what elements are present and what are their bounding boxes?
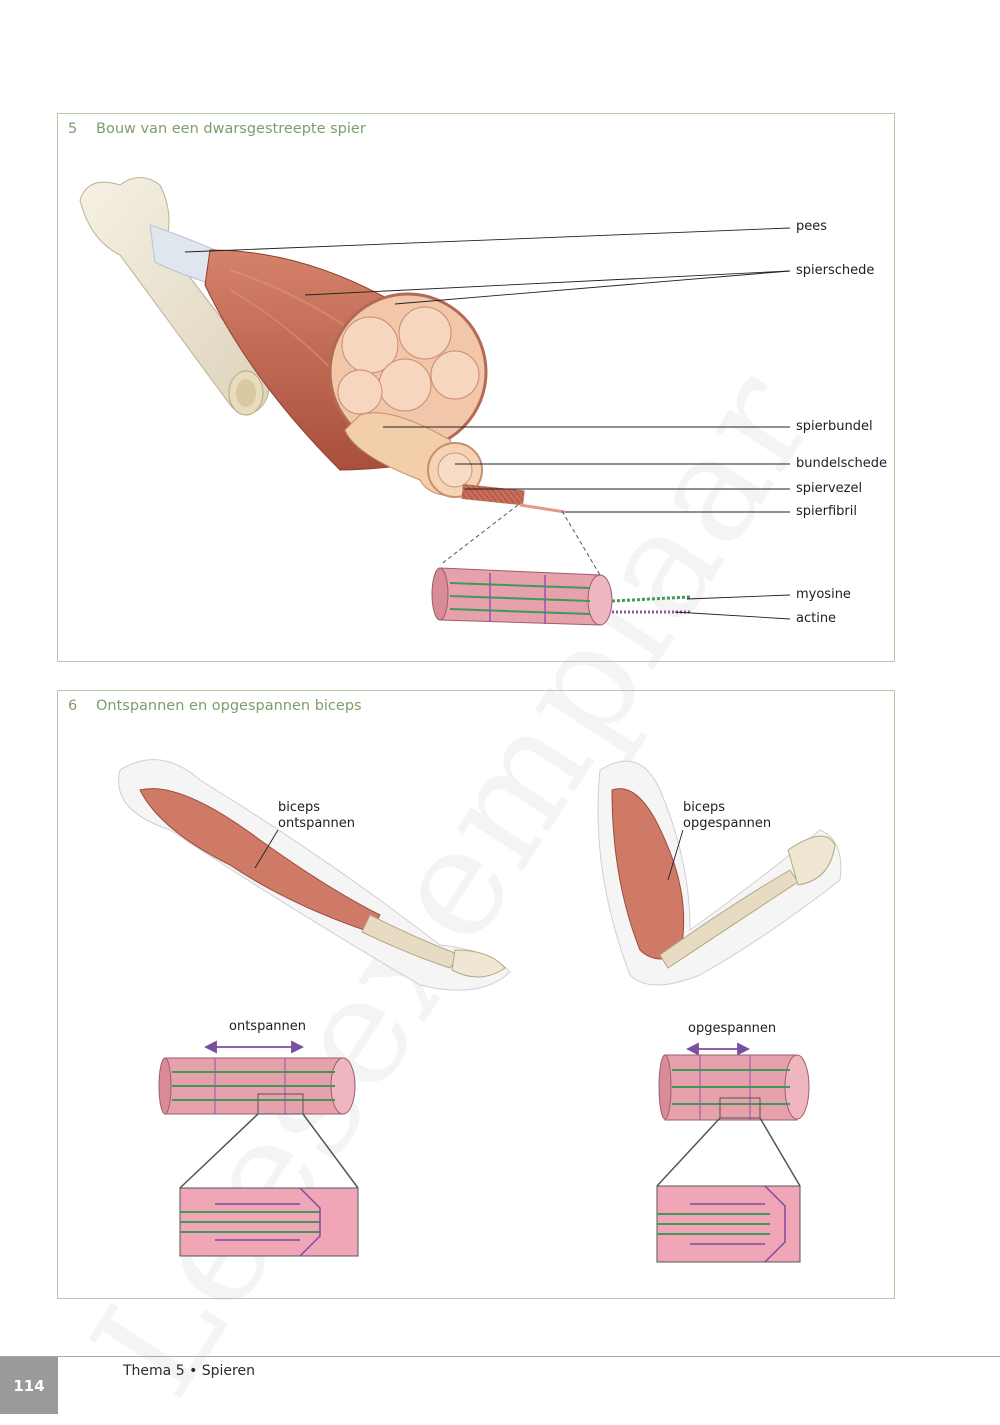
label-actine: actine	[796, 611, 837, 626]
myosine-filament	[611, 595, 691, 603]
label-bundelschede: bundelschede	[796, 456, 887, 471]
label-myosine: myosine	[796, 587, 851, 602]
label-spierfibril: spierfibril	[796, 504, 857, 519]
figure-6-title: 6 Ontspannen en opgespannen biceps	[68, 698, 362, 714]
figure-5-number: 5	[68, 121, 78, 137]
leader-lines-fig5	[184, 227, 791, 620]
fiber-tense	[658, 1054, 810, 1121]
label-spiervezel: spiervezel	[796, 481, 863, 496]
figure-6-number: 6	[68, 698, 78, 714]
figure-5-panel: 5 Bouw van een dwarsgestreepte spier	[57, 113, 895, 662]
label-spierbundel: spierbundel	[796, 419, 873, 434]
figure-6-panel: 6 Ontspannen en opgespannen biceps	[57, 690, 895, 1299]
sarcomere-tense	[656, 1185, 801, 1263]
label-pees: pees	[796, 219, 828, 234]
humerus-bone	[79, 177, 270, 416]
label-tense-state: opgespannen	[688, 1021, 777, 1036]
fiber-relaxed	[158, 1057, 356, 1115]
label-spierschede: spierschede	[796, 263, 875, 278]
label-biceps-relaxed-line2: ontspannen	[278, 816, 355, 831]
label-biceps-tense-line2: opgespannen	[683, 816, 772, 831]
myofibril-magnified	[431, 567, 613, 626]
figure-5-title: 5 Bouw van een dwarsgestreepte spier	[68, 121, 366, 137]
relaxed-length-arrow	[203, 1040, 305, 1054]
footer-chapter: Thema 5 • Spieren	[123, 1363, 255, 1379]
leader-lines-fig6	[254, 829, 684, 881]
muscle-cross-section	[328, 292, 488, 452]
footer-divider	[0, 1356, 1000, 1357]
label-biceps-relaxed-line1: biceps	[278, 800, 321, 815]
page-number: 114	[0, 1357, 58, 1414]
sarcomere-relaxed	[179, 1187, 359, 1257]
figure-5-title-text: Bouw van een dwarsgestreepte spier	[96, 121, 366, 137]
figure-6-title-text: Ontspannen en opgespannen biceps	[96, 698, 362, 714]
label-biceps-tense-line1: biceps	[683, 800, 726, 815]
muscle-bundle	[344, 412, 483, 498]
tense-length-arrow	[685, 1042, 751, 1056]
label-relaxed-state: ontspannen	[229, 1019, 306, 1034]
arm-tense	[597, 760, 842, 986]
